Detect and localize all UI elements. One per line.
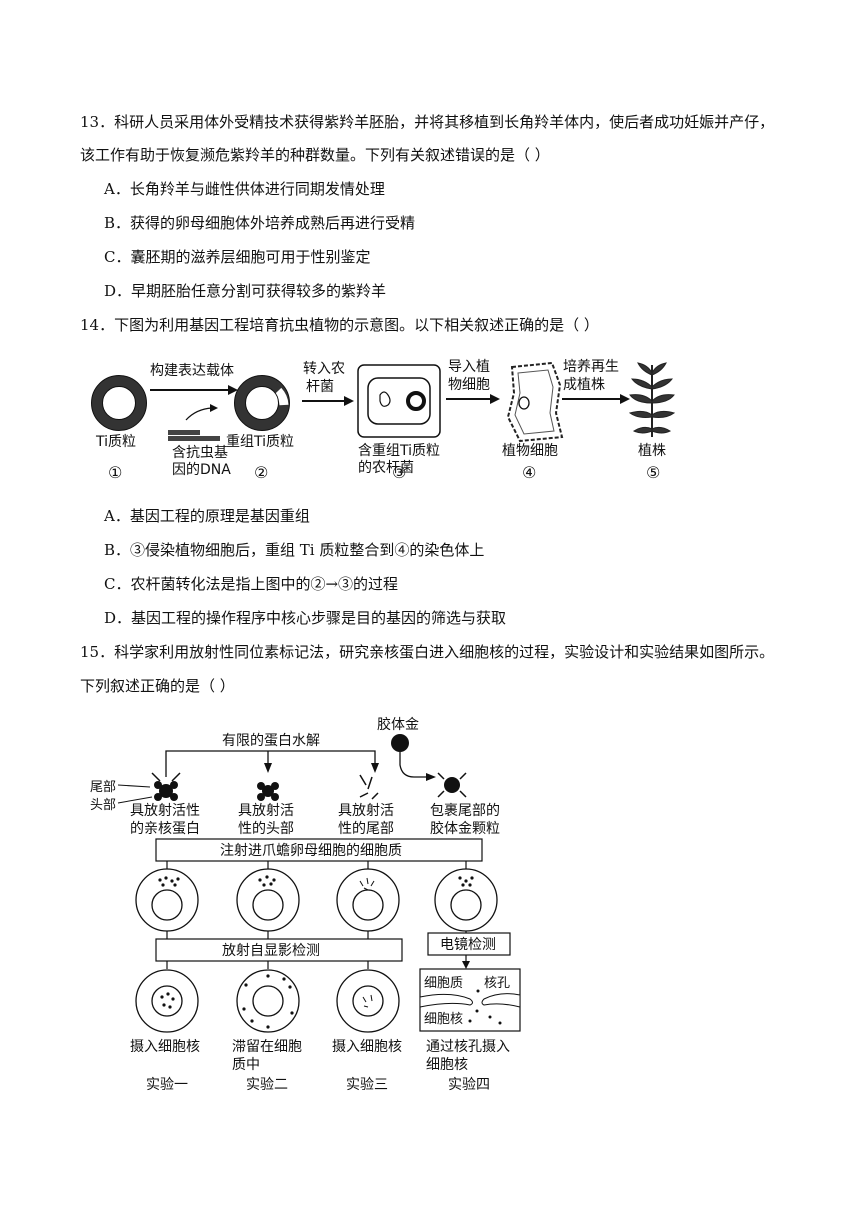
q13-stem-line2: 该工作有助于恢复濒危紫羚羊的种群数量。下列有关叙述错误的是（ ） — [80, 146, 550, 164]
plant-icon — [628, 362, 676, 437]
label-construct-vector: 构建表达载体 — [150, 363, 234, 379]
label-electron-microscopy: 电镜检测 — [440, 937, 496, 953]
label-ti-plasmid: Ti质粒 — [95, 434, 136, 450]
label-experiment-4: 实验四 — [448, 1077, 490, 1093]
step-number-5: ⑤ — [646, 463, 660, 482]
result-oocyte-icon — [135, 969, 400, 1033]
label-experiment-1: 实验一 — [146, 1077, 188, 1093]
tail-fragments-icon — [359, 877, 375, 891]
label-agro-line1: 含重组Ti质粒 — [358, 443, 440, 459]
label-em-cytoplasm: 细胞质 — [424, 976, 463, 991]
label-em-pore: 核孔 — [484, 976, 510, 991]
label-autoradiography: 放射自显影检测 — [222, 943, 320, 959]
label-introduce-plant-line1: 导入植 — [448, 359, 490, 375]
q13-option-c: C．囊胚期的滋养层细胞可用于性别鉴定 — [104, 248, 371, 266]
gold-wrapped-tail-icon — [437, 772, 467, 798]
q13-stem-line1: 13．科研人员采用体外受精技术获得紫羚羊胚胎，并将其移植到长角羚羊体内，使后者成… — [80, 113, 775, 131]
q14-option-a: A．基因工程的原理是基因重组 — [104, 507, 310, 525]
label-result-2-line1: 滞留在细胞 — [232, 1039, 302, 1055]
protein-head-icon — [257, 782, 279, 801]
colloid-gold-particle-icon — [391, 734, 409, 752]
label-regenerate-line2: 成植株 — [563, 377, 605, 393]
label-tail: 尾部 — [90, 780, 116, 795]
q14-option-b: B．③侵染植物细胞后，重组 Ti 质粒整合到④的染色体上 — [104, 541, 485, 559]
label-em-nucleus: 细胞核 — [424, 1012, 463, 1027]
protein-tail-icon — [359, 774, 379, 800]
label-gene-dna-line1: 含抗虫基 — [172, 444, 228, 461]
recombinant-plasmid-icon — [234, 375, 290, 431]
label-result-4-line1: 通过核孔摄入 — [426, 1039, 510, 1055]
q14-stem: 14．下图为利用基因工程培育抗虫植物的示意图。以下相关叙述正确的是（ ） — [80, 316, 599, 334]
label-head: 头部 — [90, 798, 116, 813]
label-colloid-gold: 胶体金 — [377, 716, 419, 733]
label-head-line1: 具放射活 — [238, 803, 294, 819]
label-gold-line1: 包裹尾部的 — [430, 803, 500, 819]
q15-stem-line2: 下列叙述正确的是（ ） — [80, 677, 235, 695]
result-dots-icon — [160, 974, 294, 1029]
label-result-3: 摄入细胞核 — [332, 1039, 402, 1055]
q14-option-d: D．基因工程的操作程序中核心步骤是目的基因的筛选与获取 — [104, 609, 507, 627]
q13-option-a: A．长角羚羊与雌性供体进行同期发情处理 — [104, 180, 385, 198]
label-plant-cell: 植物细胞 — [502, 443, 558, 459]
label-result-1: 摄入细胞核 — [130, 1039, 200, 1055]
label-inject: 注射进爪蟾卵母细胞的细胞质 — [220, 843, 402, 859]
label-result-4-line2: 细胞核 — [426, 1057, 468, 1073]
step-number-4: ④ — [522, 463, 536, 482]
q14-genetic-engineering-diagram: Ti质粒 ① 构建表达载体 含抗虫基 因的DNA 重组Ti质粒 ② 转入农 杆菌 — [91, 359, 676, 482]
label-agro-line2: 的农杆菌 — [358, 460, 414, 476]
q13-option-d: D．早期胚胎任意分割可获得较多的紫羚羊 — [104, 282, 387, 300]
label-gene-dna-line2: 因的DNA — [172, 462, 231, 478]
nuclear-protein-icon — [151, 772, 181, 801]
label-tail-line2: 性的尾部 — [338, 821, 394, 837]
label-head-line2: 性的头部 — [238, 821, 294, 837]
q14-option-c: C．农杆菌转化法是指上图中的②→③的过程 — [104, 575, 399, 593]
label-result-2-line2: 质中 — [232, 1057, 260, 1073]
label-plant: 植株 — [638, 443, 666, 459]
step-number-1: ① — [108, 463, 122, 482]
label-experiment-3: 实验三 — [346, 1077, 388, 1093]
q15-stem-line1: 15．科学家利用放射性同位素标记法，研究亲核蛋白进入细胞核的过程，实验设计和实验… — [80, 643, 775, 661]
label-transform-agro-line2: 杆菌 — [306, 379, 334, 395]
agrobacterium-icon — [357, 364, 441, 438]
plant-cell-icon — [506, 361, 564, 443]
step-number-2: ② — [254, 463, 268, 482]
label-experiment-2: 实验二 — [246, 1077, 288, 1093]
dna-fragment-icon — [168, 404, 220, 441]
radioactive-dots-icon — [158, 875, 474, 887]
label-protein-line2: 的亲核蛋白 — [130, 821, 200, 837]
q15-nuclear-protein-diagram: 有限的蛋白水解 胶体金 尾部 头部 — [90, 716, 521, 1093]
ti-plasmid-icon — [91, 375, 147, 431]
label-regenerate-line1: 培养再生 — [563, 359, 619, 375]
label-protein-line1: 具放射活性 — [130, 803, 200, 819]
label-introduce-plant-line2: 物细胞 — [448, 377, 490, 393]
step-number-3: ③ — [392, 463, 406, 482]
label-recombinant-plasmid: 重组Ti质粒 — [226, 434, 294, 450]
label-gold-line2: 胶体金颗粒 — [430, 820, 500, 837]
oocyte-icon — [135, 868, 498, 932]
q13-option-b: B．获得的卵母细胞体外培养成熟后再进行受精 — [104, 214, 416, 232]
label-transform-agro-line1: 转入农 — [303, 361, 345, 377]
label-tail-line1: 具放射活 — [338, 803, 394, 819]
label-limited-hydrolysis: 有限的蛋白水解 — [222, 733, 320, 749]
